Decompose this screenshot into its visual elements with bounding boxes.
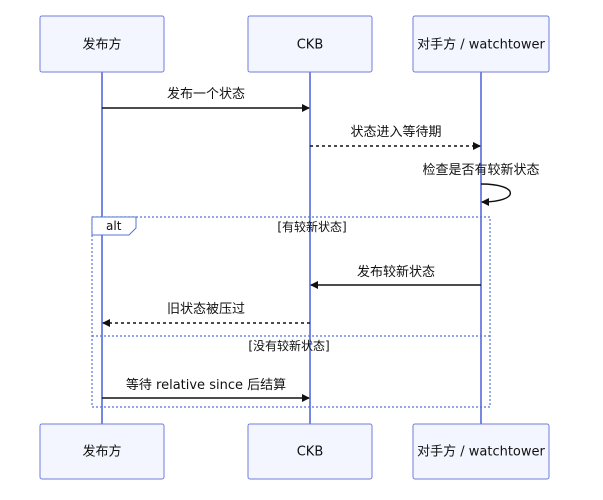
participant-label: 发布方 [82,37,121,53]
participant-label: 对手方 / watchtower [417,37,545,53]
message-label: 发布较新状态 [357,264,435,280]
participant-box [412,423,550,480]
participant-box [247,423,373,480]
participant-counterparty-top: 对手方 / watchtower [412,15,550,73]
participant-label: CKB [297,38,324,53]
participant-label: CKB [297,445,324,460]
alt-fragment: alt [有较新状态] [没有较新状态] [91,216,491,408]
participant-publisher-top: 发布方 [39,15,165,73]
participant-box [39,423,165,480]
message-label: 等待 relative since 后结算 [126,377,286,393]
message-publish-state: 发布一个状态 [102,86,310,112]
participant-counterparty-bottom: 对手方 / watchtower [412,423,550,480]
alt-condition-has-newer: [有较新状态] [277,219,346,234]
message-self-loop [480,183,512,206]
message-settle-later: 等待 relative since 后结算 [102,377,310,402]
message-check-newer: 检查是否有较新状态 [422,162,540,206]
alt-fragment-tab [91,216,137,236]
participant-box [247,15,373,73]
participant-box [39,15,165,73]
participant-box [412,15,550,73]
message-label: 发布一个状态 [167,86,245,102]
alt-fragment-border [91,216,491,408]
participant-label: 对手方 / watchtower [417,444,545,460]
message-label: 检查是否有较新状态 [422,162,539,178]
participant-publisher-bottom: 发布方 [39,423,165,480]
message-publish-newer: 发布较新状态 [310,264,481,289]
message-old-overridden: 旧状态被压过 [102,302,310,327]
participant-ckb-bottom: CKB [247,423,373,480]
participant-label: 发布方 [82,444,121,460]
message-enter-waiting: 状态进入等待期 [310,124,481,150]
message-label: 旧状态被压过 [167,302,245,317]
alt-condition-no-newer: [没有较新状态] [248,338,329,353]
alt-fragment-keyword: alt [106,219,122,233]
participant-ckb-top: CKB [247,15,373,73]
message-label: 状态进入等待期 [350,124,441,140]
